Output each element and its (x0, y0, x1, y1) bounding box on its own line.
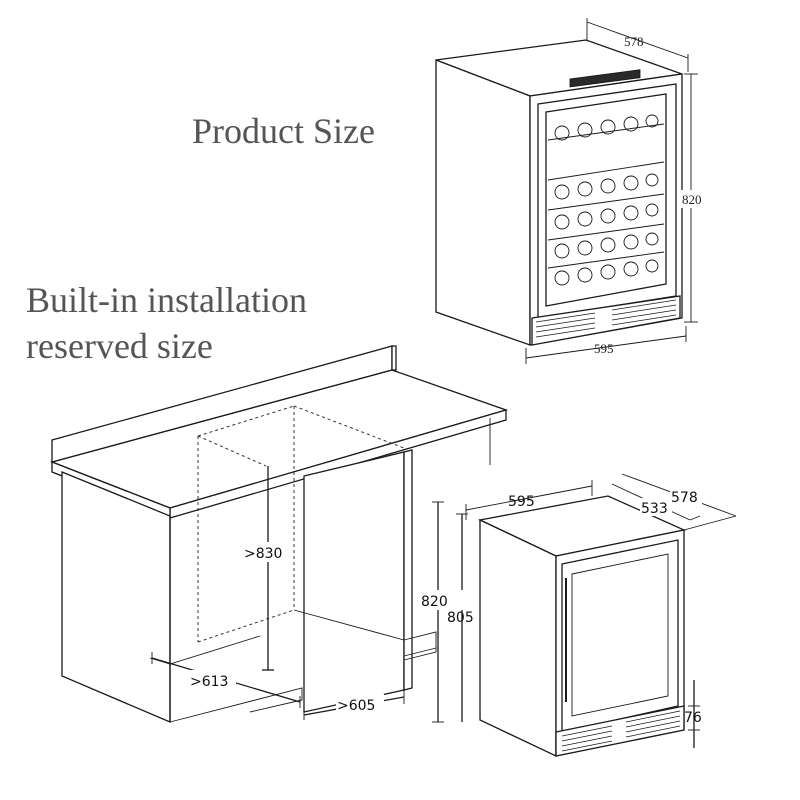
cabinet-drawing: >830 >613 >605 (49, 345, 509, 723)
reserved-niche-dashed (197, 405, 405, 643)
unit-height-total-label: 820 (421, 594, 448, 610)
unit-drawing: 595 533 578 820 805 76 (420, 473, 737, 758)
unit-depth-body-label: 533 (641, 501, 668, 517)
product-grille-vents (535, 299, 677, 338)
product-width-label: 595 (594, 341, 614, 356)
product-size-heading: Product Size (192, 111, 375, 151)
unit-height-body-label: 805 (447, 610, 474, 626)
unit-door-glass (571, 553, 669, 717)
product-height-label: 820 (682, 192, 702, 207)
cabinet-depth-label: >613 (190, 674, 228, 690)
builtin-heading-line2: reserved size (26, 326, 213, 366)
left-cabinet-side (61, 471, 171, 723)
product-cooler-drawing: 578 820 595 (435, 18, 709, 364)
right-cabinet-front (303, 451, 405, 713)
product-control-panel (569, 69, 641, 88)
product-grille-area (531, 295, 681, 346)
unit-grille-vents (561, 710, 681, 752)
unit-width-dimline (465, 485, 593, 511)
unit-plinth-label: 76 (684, 710, 702, 726)
product-width-dimline (525, 335, 687, 359)
cabinet-width-label: >605 (337, 698, 375, 714)
product-door-glass (545, 93, 667, 307)
cabinet-height-label: >830 (244, 546, 282, 562)
product-side-face (435, 59, 531, 346)
unit-depth-total-label: 578 (671, 490, 698, 506)
builtin-heading-line1: Built-in installation (26, 280, 307, 320)
product-depth-label: 578 (624, 34, 644, 49)
unit-width-label: 595 (508, 494, 535, 510)
unit-plinth (555, 705, 685, 757)
unit-side-face (479, 518, 557, 758)
product-depth-dimline (586, 21, 689, 59)
unit-door (561, 539, 679, 733)
product-wine-shelves (547, 69, 665, 286)
